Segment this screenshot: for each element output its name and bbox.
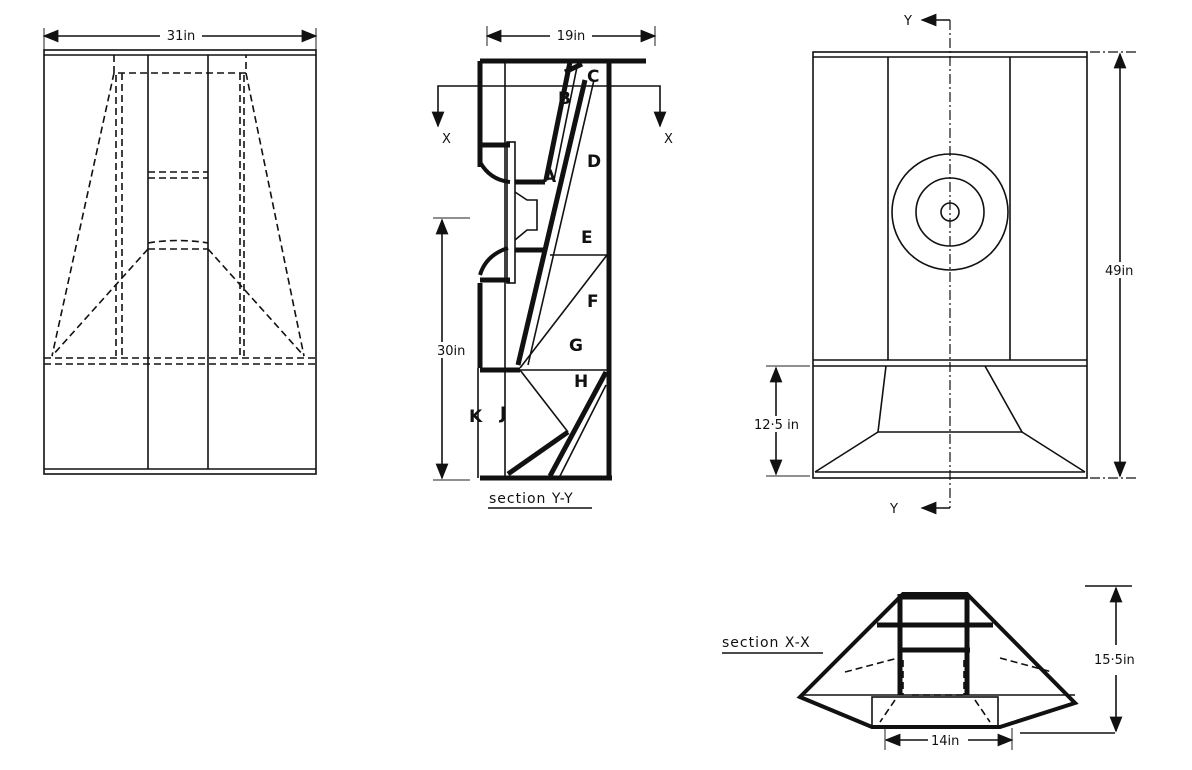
panel-label-h: H — [574, 372, 588, 392]
section-yy-width-label: 19in — [557, 29, 585, 44]
panel-label-f: F — [587, 292, 599, 312]
panel-label-g: G — [569, 336, 583, 356]
panel-label-a: A — [543, 167, 557, 187]
section-xx: section X-X 15·5in 14in — [722, 585, 1150, 750]
section-yy: 19in X X — [430, 26, 673, 509]
front-width-label: 31in — [167, 29, 195, 44]
section-xx-title: section X-X — [722, 635, 811, 651]
panel-label-j: J — [499, 404, 506, 424]
section-xx-depth-label: 15·5in — [1094, 653, 1135, 668]
section-yy-height-label: 30in — [437, 344, 465, 359]
section-xx-outline — [796, 592, 1079, 729]
cut-marker-y-bottom: Y — [889, 502, 898, 517]
mouth-height-label: 12·5 in — [754, 418, 799, 433]
side-view: Y Y 49in 12·5 in — [752, 13, 1140, 517]
front-view: 31in — [42, 28, 318, 475]
panel-label-e: E — [581, 228, 593, 248]
panel-label-k: K — [469, 407, 483, 427]
cut-marker-y-top: Y — [903, 14, 912, 29]
cut-marker-x-left: X — [442, 132, 451, 147]
cut-line-xx — [431, 85, 667, 128]
panel-label-d: D — [587, 152, 601, 172]
cut-marker-x-right: X — [664, 132, 673, 147]
panel-label-c: C — [587, 67, 599, 87]
front-outline — [43, 49, 317, 475]
panel-label-b: B — [558, 89, 571, 109]
section-yy-title: section Y-Y — [489, 491, 574, 507]
section-xx-width-label: 14in — [931, 734, 959, 749]
side-height-label: 49in — [1105, 264, 1133, 279]
